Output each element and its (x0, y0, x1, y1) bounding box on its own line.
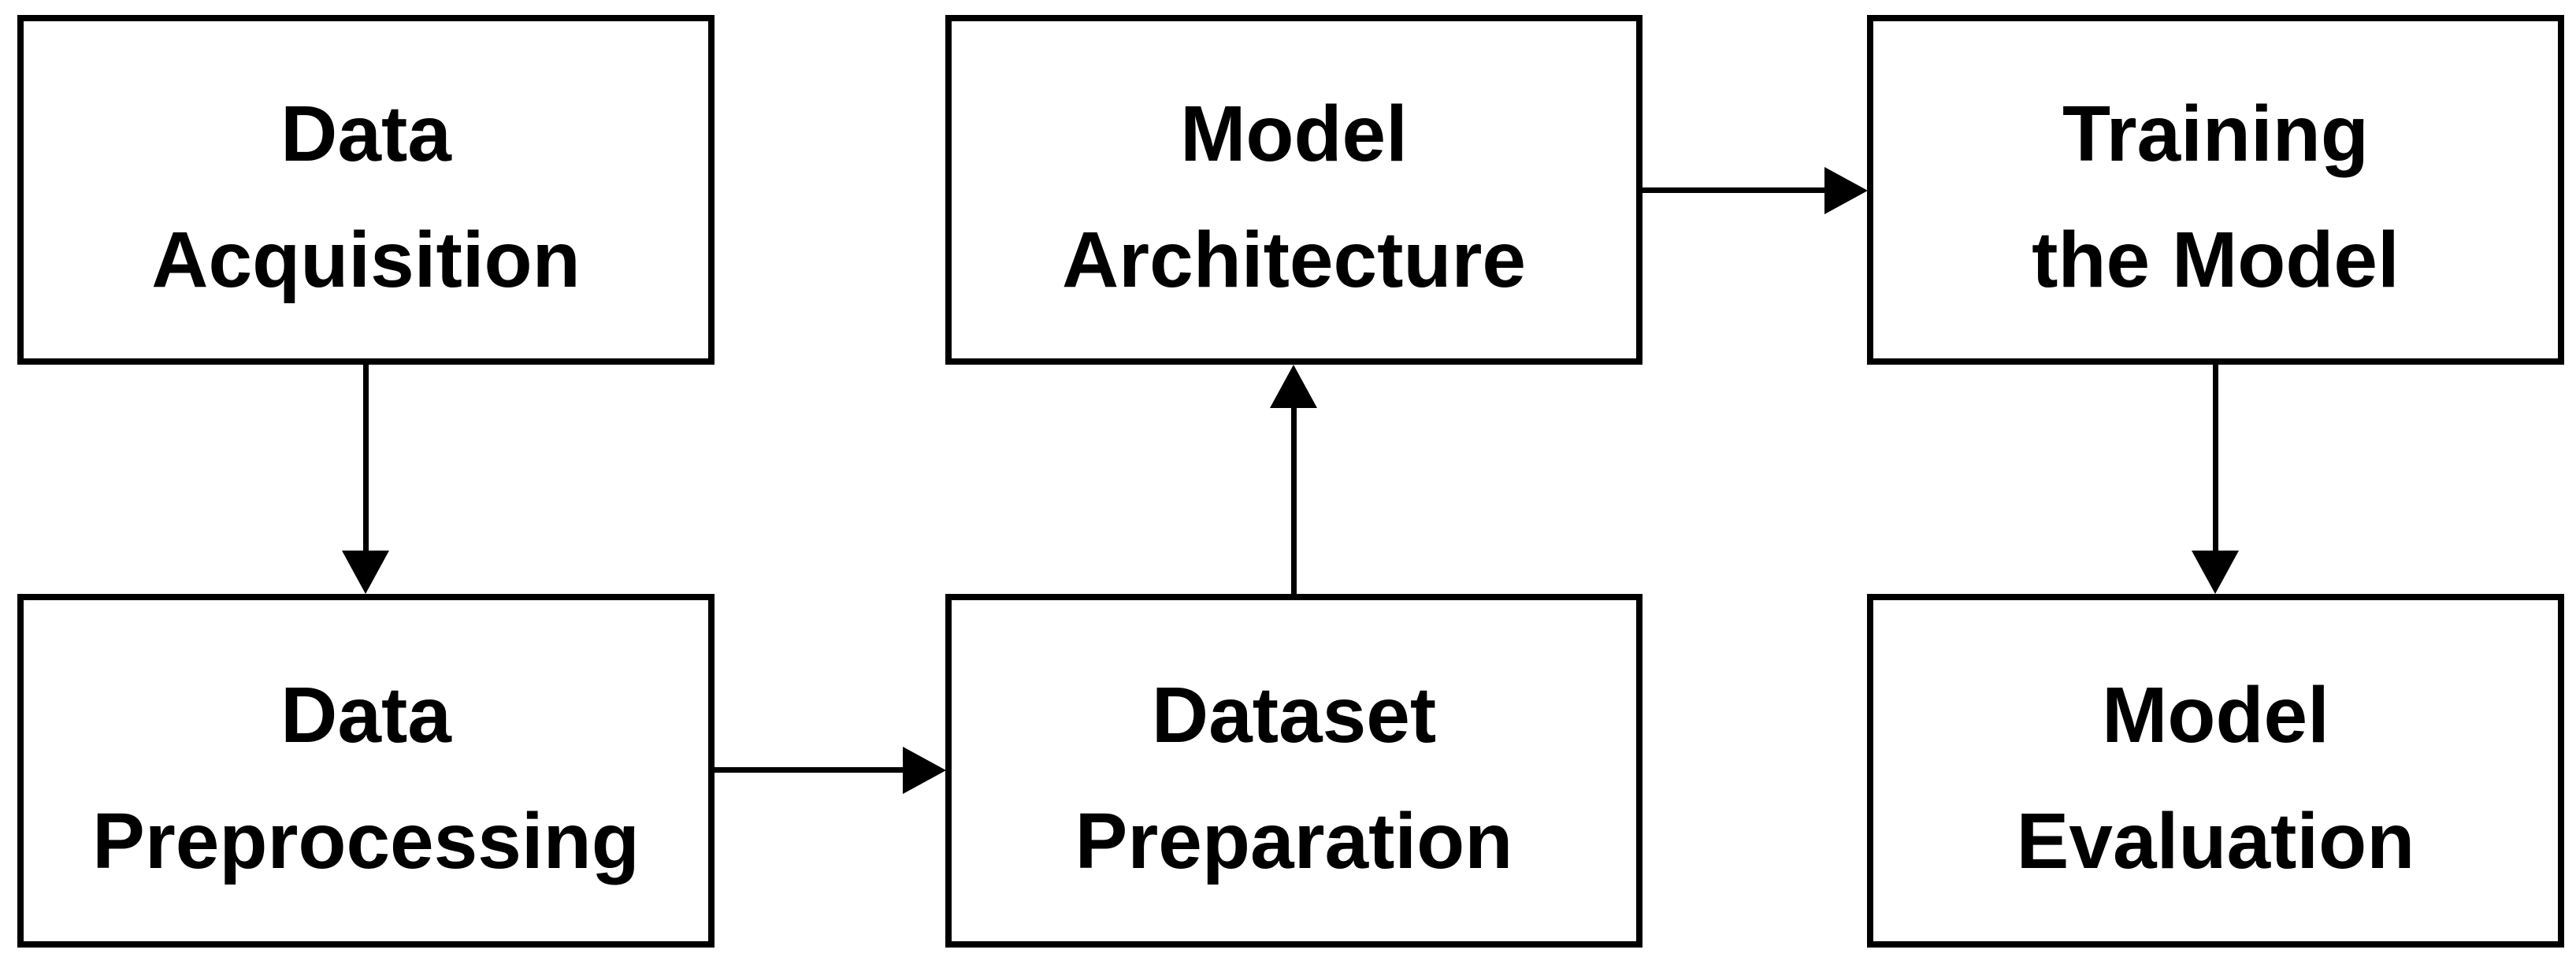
node-dataset-preparation: Dataset Preparation (945, 594, 1642, 948)
arrow-architecture-to-training-line (1641, 187, 1826, 193)
node-label-line: Data (280, 670, 451, 759)
node-model-architecture: Model Architecture (945, 15, 1642, 365)
node-label-line: Evaluation (2016, 796, 2415, 885)
arrow-down-icon (342, 551, 389, 594)
node-label-line: Acquisition (151, 216, 581, 304)
node-training-the-model: Training the Model (1867, 15, 2564, 365)
node-data-preprocessing: Data Preprocessing (17, 594, 715, 948)
arrow-acquisition-to-preprocessing-line (363, 364, 369, 555)
node-label-line: Preparation (1075, 796, 1513, 885)
node-label-line: Architecture (1061, 216, 1527, 304)
arrow-preprocessing-to-dataset-line (713, 767, 906, 773)
node-label-line: Preprocessing (92, 796, 640, 885)
arrow-right-icon (903, 747, 946, 794)
arrow-training-to-evaluation-line (2213, 364, 2218, 555)
node-label-line: Model (2102, 670, 2329, 759)
node-model-evaluation: Model Evaluation (1867, 594, 2564, 948)
node-label-line: the Model (2032, 216, 2400, 304)
arrow-up-icon (1270, 365, 1317, 408)
node-label-line: Training (2062, 90, 2369, 178)
arrow-down-icon (2192, 551, 2239, 594)
node-data-acquisition: Data Acquisition (17, 15, 715, 365)
arrow-dataset-to-architecture-line (1291, 407, 1297, 595)
node-label-line: Model (1180, 90, 1408, 178)
arrow-right-icon (1824, 167, 1868, 214)
node-label-line: Data (280, 90, 451, 178)
node-label-line: Dataset (1151, 670, 1437, 759)
